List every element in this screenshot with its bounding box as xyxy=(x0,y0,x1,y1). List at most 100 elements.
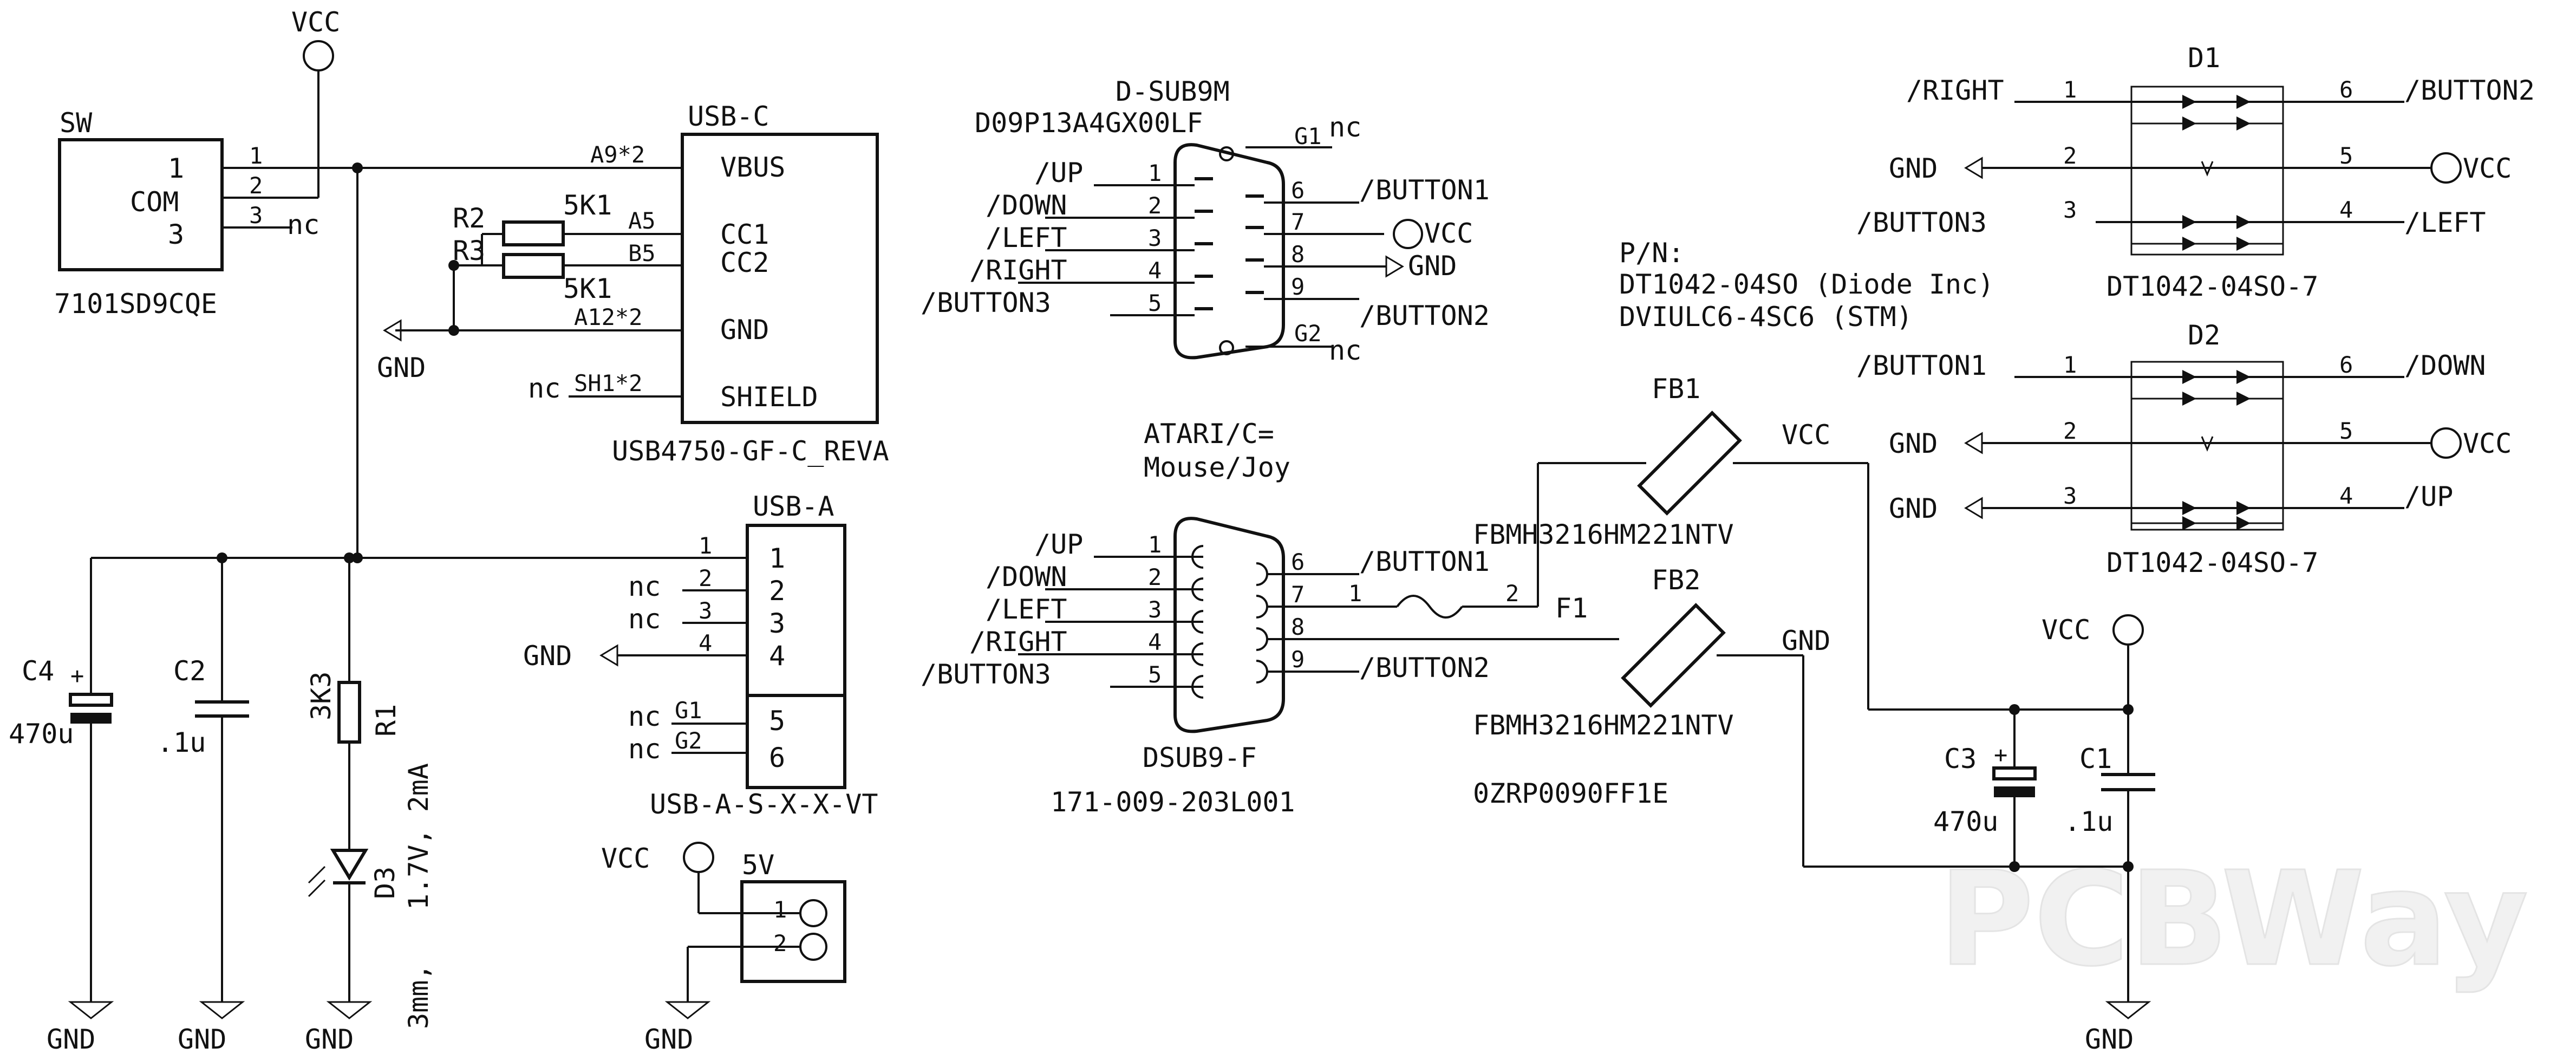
dsub9f-net-left: /LEFT xyxy=(986,594,1067,625)
d2-pin1: 1 xyxy=(2063,352,2077,378)
connector-5v: 5V 1 2 VCC GND xyxy=(601,842,846,1054)
sw-pin-num-3: 3 xyxy=(249,202,263,229)
capacitor-c3: C3 + 470u xyxy=(1933,710,2037,867)
sw-pin-num-1: 1 xyxy=(249,142,263,169)
sw-pin-3-label: 3 xyxy=(168,219,184,250)
f1-pin1: 1 xyxy=(1348,580,1362,607)
dsub9m-g2: G2 xyxy=(1294,320,1322,347)
gnd-c4-label: GND xyxy=(47,1024,95,1054)
usba-nc-3: nc xyxy=(628,603,661,635)
dsub9f-net-button3: /BUTTON3 xyxy=(921,659,1051,690)
usba-g1: G1 xyxy=(675,697,702,724)
d2-pin6: 6 xyxy=(2339,352,2353,378)
tvs-array-d2: D2 DT1042-04SO-7 /BUTTON1 GND GND 1 2 3 … xyxy=(1856,320,2512,578)
gnd-usbc-label: GND xyxy=(377,352,426,383)
dsub9m-ref: D-SUB9M xyxy=(1116,76,1230,107)
fb2-ref: FB2 xyxy=(1652,564,1700,596)
usba-nc-g1: nc xyxy=(628,701,661,732)
d2-net-vcc: VCC xyxy=(2463,428,2512,459)
d1-net-button2: /BUTTON2 xyxy=(2404,75,2535,106)
usbc-pin-cc2: CC2 xyxy=(720,247,769,278)
d1-ref: D1 xyxy=(2188,42,2220,74)
r3-value: 5K1 xyxy=(563,273,612,304)
usba-pinnum-1: 1 xyxy=(699,532,712,559)
dsub9m-shell xyxy=(1173,143,1285,360)
d2-net-button1: /BUTTON1 xyxy=(1856,350,1987,381)
pn-line1: DT1042-04SO (Diode Inc) xyxy=(1619,269,1994,300)
dsub9m-pin6: 6 xyxy=(1291,177,1305,204)
d1-pin6: 6 xyxy=(2339,76,2353,103)
dsub9f-net-up: /UP xyxy=(1034,529,1083,560)
dsub9f-pin6: 6 xyxy=(1291,549,1305,575)
watermark-text: PCBWay xyxy=(1939,843,2528,995)
dsub9m-net-right: /RIGHT xyxy=(969,255,1067,286)
d1-pin2: 2 xyxy=(2063,142,2077,169)
usba-pin3: 3 xyxy=(769,608,785,639)
dsub9m-g1-nc: nc xyxy=(1329,112,1361,143)
c2-ref: C2 xyxy=(173,655,206,687)
dsub9m-connector: D-SUB9M D09P13A4GX00LF /UP /DOWN /LEFT /… xyxy=(921,76,1490,366)
dsub9m-net-gnd: GND xyxy=(1408,250,1457,282)
dsub9f-connector: /UP /DOWN /LEFT /RIGHT /BUTTON3 1 2 3 4 … xyxy=(921,517,1619,818)
c4-plate-neg xyxy=(70,713,112,724)
usba-pin5: 5 xyxy=(769,705,785,737)
c4-plate-pos xyxy=(69,693,113,707)
r2-ref: R2 xyxy=(453,203,485,234)
capacitor-c2: C2 .1u GND xyxy=(157,558,249,1054)
dsub9m-pin7: 7 xyxy=(1291,209,1305,235)
dsub9m-pin1: 1 xyxy=(1148,160,1162,186)
usba-body xyxy=(746,524,846,789)
r2-body xyxy=(502,220,565,246)
switch-sw: SW 1 COM 3 7101SD9CQE 1 2 3 nc VCC xyxy=(54,6,357,320)
gnd-usbc-symbol: GND xyxy=(377,319,454,383)
c4-pol: + xyxy=(70,662,84,689)
dsub9f-part: 171-009-203L001 xyxy=(1051,786,1295,818)
sw-part: 7101SD9CQE xyxy=(54,288,217,320)
usb-c-connector: USB-C VBUS CC1 CC2 GND SHIELD A9*2 A5 B5… xyxy=(395,101,889,467)
dsub9f-net-button1: /BUTTON1 xyxy=(1359,546,1490,577)
dsub9f-ref: DSUB9-F xyxy=(1143,742,1257,773)
usba-pin1: 1 xyxy=(769,543,785,574)
pn-line2: DVIULC6-4SC6 (STM) xyxy=(1619,301,1913,333)
dsub9m-net-up: /UP xyxy=(1034,157,1083,188)
f1-pin2: 2 xyxy=(1505,580,1519,607)
usba-pin2: 2 xyxy=(769,575,785,607)
dsub9f-pin3: 3 xyxy=(1148,596,1162,623)
pn-title: P/N: xyxy=(1619,237,1684,269)
dsub9m-net-button2: /BUTTON2 xyxy=(1359,300,1490,331)
c3-pol: + xyxy=(1994,741,2007,768)
sw-nc: nc xyxy=(287,209,319,240)
sw-pin-1-label: 1 xyxy=(168,153,184,184)
fuse-f1: 1 2 F1 0ZRP0090FF1E xyxy=(1348,580,1668,809)
c3-ref: C3 xyxy=(1944,743,1977,775)
d2-part: DT1042-04SO-7 xyxy=(2107,547,2318,578)
d1-part: DT1042-04SO-7 xyxy=(2107,271,2318,302)
usbc-pad-b5: B5 xyxy=(628,240,656,266)
d3-ref: D3 xyxy=(369,867,401,899)
usba-nc-g2: nc xyxy=(628,733,661,765)
dsub9f-pin7: 7 xyxy=(1291,581,1305,608)
dsub9f-pin9: 9 xyxy=(1291,646,1305,673)
dsub9m-net-left: /LEFT xyxy=(986,222,1067,253)
d1-net-left: /LEFT xyxy=(2404,207,2486,238)
usbc-pin-gnd: GND xyxy=(720,314,769,346)
resistor-r1-led-d3: 3K3 R1 D3 1.7V, 2mA 3mm, GND xyxy=(305,558,434,1054)
fb1-ref: FB1 xyxy=(1652,373,1700,405)
dsub9m-pin8: 8 xyxy=(1291,241,1305,268)
dsub9m-net-down: /DOWN xyxy=(986,190,1067,221)
vcc-sw-symbol xyxy=(303,40,334,71)
d1-net-vcc: VCC xyxy=(2463,153,2512,184)
usbc-shield-nc: nc xyxy=(528,373,560,404)
d3-note1: 1.7V, 2mA xyxy=(403,763,434,910)
sw-body xyxy=(58,138,224,271)
f1-part: 0ZRP0090FF1E xyxy=(1473,778,1668,809)
d2-net-down: /DOWN xyxy=(2404,350,2486,381)
usbc-pin-vbus: VBUS xyxy=(720,152,785,183)
capacitor-c1: C1 .1u GND xyxy=(2064,710,2155,1054)
dsub9m-net-vcc: VCC xyxy=(1424,218,1473,249)
5v-ref: 5V xyxy=(742,849,774,881)
dsub9m-part: D09P13A4GX00LF xyxy=(975,107,1203,139)
usba-part: USB-A-S-X-X-VT xyxy=(650,789,878,820)
usbc-pad-sh1: SH1*2 xyxy=(574,370,642,396)
